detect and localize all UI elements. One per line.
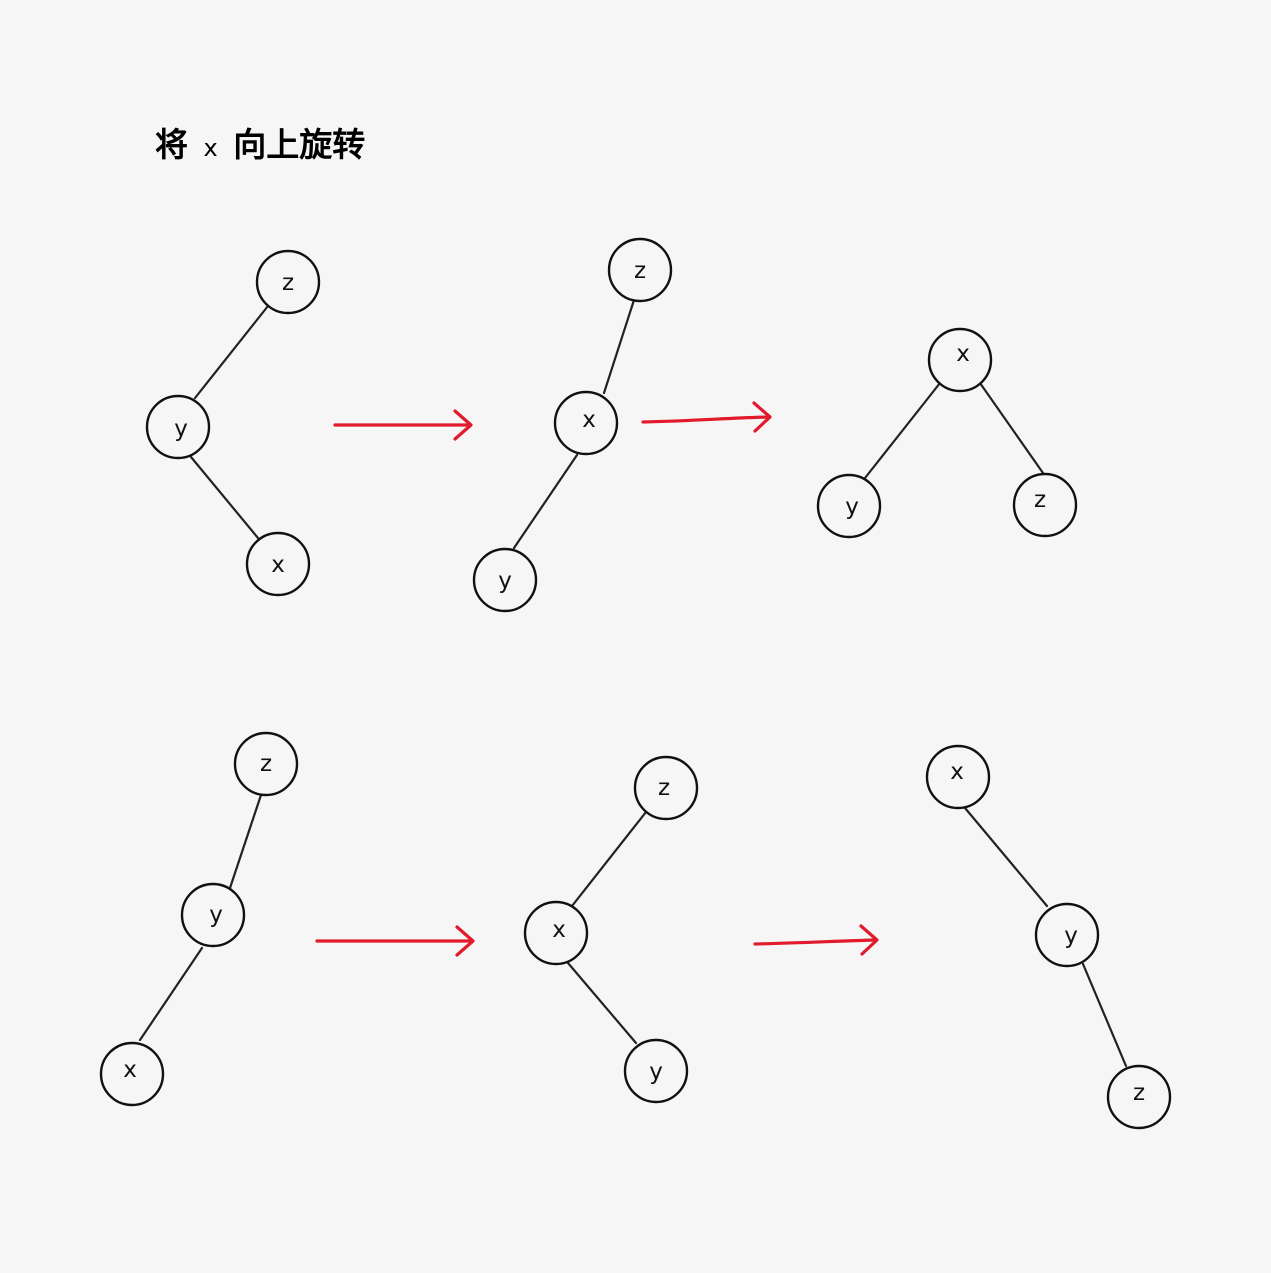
svg-text:x: x xyxy=(123,1057,137,1083)
node-x: x xyxy=(523,900,589,966)
zigzig-case-tree-1: z y x xyxy=(99,731,299,1107)
svg-text:x: x xyxy=(552,917,566,943)
svg-text:z: z xyxy=(658,775,670,801)
zigzig-case-tree-2: z x y xyxy=(523,755,699,1104)
zigzag-case-tree-2: z x y xyxy=(472,237,673,613)
svg-text:y: y xyxy=(845,494,859,520)
node-z: z xyxy=(607,237,673,303)
title-suffix: 向上旋转 xyxy=(233,125,366,164)
node-x: x xyxy=(245,531,311,597)
edge-y-z xyxy=(1081,962,1128,1068)
title-prefix: 将 xyxy=(155,125,188,164)
svg-text:z: z xyxy=(282,270,294,296)
node-y: y xyxy=(145,394,211,460)
edge-z-x xyxy=(602,298,636,395)
node-x: x xyxy=(553,390,619,456)
node-z: z xyxy=(1106,1064,1172,1130)
node-z: z xyxy=(233,731,299,797)
edge-z-y xyxy=(193,304,270,400)
edge-z-x xyxy=(570,810,648,908)
zigzag-case-tree-1: z y x xyxy=(145,249,321,597)
svg-text:y: y xyxy=(649,1059,663,1085)
svg-text:y: y xyxy=(1064,923,1078,949)
svg-text:x: x xyxy=(271,552,285,578)
node-y: y xyxy=(472,547,538,613)
node-x: x xyxy=(925,744,991,810)
arrow-step-3 xyxy=(315,925,475,957)
arrow-step-4 xyxy=(753,924,879,956)
node-z: z xyxy=(1012,472,1078,538)
svg-text:z: z xyxy=(260,751,272,777)
arrow-step-1 xyxy=(333,409,473,441)
arrow-step-2 xyxy=(641,401,772,433)
svg-text:x: x xyxy=(956,341,970,367)
page-title: 将 x 向上旋转 xyxy=(155,118,365,166)
node-z: z xyxy=(633,755,699,821)
edge-x-y xyxy=(963,806,1049,908)
edge-z-y xyxy=(228,793,263,890)
svg-text:y: y xyxy=(174,416,188,442)
svg-text:z: z xyxy=(1133,1080,1145,1106)
edge-y-x xyxy=(189,455,260,540)
node-y: y xyxy=(1034,902,1100,968)
edge-x-y xyxy=(863,381,942,480)
svg-text:z: z xyxy=(1034,487,1046,513)
edge-x-y xyxy=(512,453,579,550)
node-x: x xyxy=(99,1041,165,1107)
edge-x-y xyxy=(566,961,638,1045)
svg-text:y: y xyxy=(498,568,512,594)
edge-y-x xyxy=(138,946,204,1042)
zigzig-case-tree-3: x y z xyxy=(925,744,1172,1130)
node-y: y xyxy=(180,882,246,948)
node-y: y xyxy=(623,1038,689,1104)
svg-text:x: x xyxy=(950,759,964,785)
node-y: y xyxy=(816,473,882,539)
title-variable: x xyxy=(203,134,218,162)
svg-text:z: z xyxy=(634,258,646,284)
zigzag-case-tree-3: x y z xyxy=(816,327,1078,539)
node-x: x xyxy=(927,327,993,393)
svg-text:y: y xyxy=(209,902,223,928)
node-z: z xyxy=(255,249,321,315)
svg-text:x: x xyxy=(582,407,596,433)
edge-x-z xyxy=(978,381,1045,475)
